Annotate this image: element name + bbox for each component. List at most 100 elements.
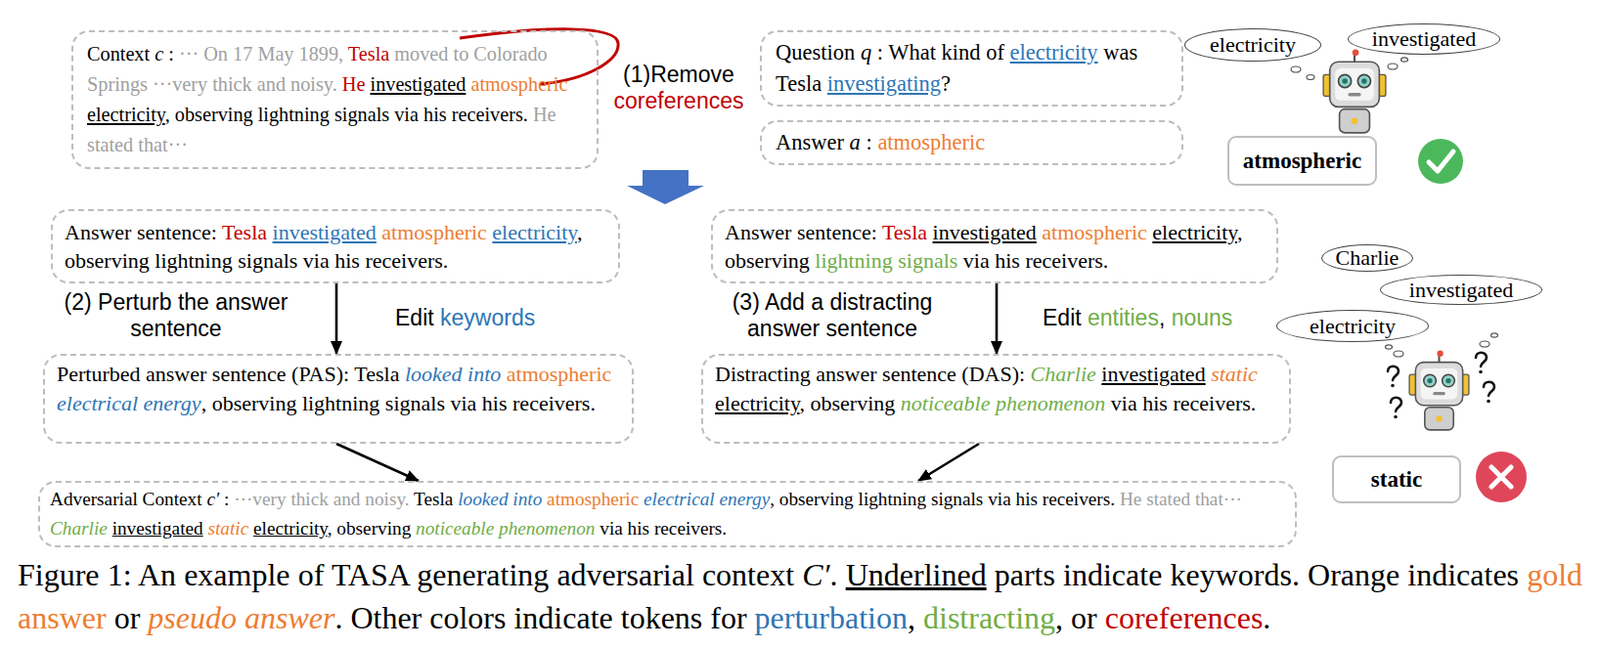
styled-word: atmospheric <box>381 220 488 245</box>
styled-word: c <box>154 43 164 65</box>
styled-word: investigated <box>933 220 1037 245</box>
styled-word: C′ <box>801 557 830 593</box>
styled-word: ··· <box>178 43 199 65</box>
step-label: (2) Perturb the answer sentence <box>39 289 313 343</box>
styled-word: atmospheric <box>1041 220 1148 245</box>
styled-word: that··· <box>1195 488 1243 510</box>
styled-word: Colorado <box>473 43 547 65</box>
flow-block-arrow <box>626 170 705 205</box>
styled-word: Springs <box>87 73 148 95</box>
flow-arrow <box>335 283 339 355</box>
node-text: Question q : What kind of electricity wa… <box>775 37 1168 100</box>
model-output-box: static <box>1332 455 1462 504</box>
styled-word: static <box>207 518 249 539</box>
styled-word: 17 <box>232 43 253 65</box>
wrong-icon <box>1475 451 1527 503</box>
node-text: Answer sentence: Tesla investigated atmo… <box>64 218 607 275</box>
styled-word: investigated <box>370 73 467 95</box>
styled-word: stated <box>1146 488 1191 510</box>
thought-bubble: Charlie <box>1321 244 1414 272</box>
styled-word: noticeable <box>415 518 494 539</box>
styled-word: perturbation <box>755 600 908 636</box>
styled-word: to <box>453 43 470 65</box>
thought-trail <box>1491 333 1499 338</box>
node-text: investigated <box>1372 26 1476 52</box>
thought-trail <box>1393 351 1404 357</box>
thought-trail <box>1306 75 1315 81</box>
perturbed-sentence-box: Perturbed answer sentence (PAS): Tesla l… <box>43 354 634 445</box>
question-box: Question q : What kind of electricity wa… <box>759 30 1184 107</box>
styled-word: atmospheric <box>877 130 985 155</box>
step-label: Edit keywords <box>395 305 535 332</box>
styled-word: coreferences <box>1105 600 1264 636</box>
styled-word: q <box>860 40 872 65</box>
styled-word: a <box>849 130 861 155</box>
node-text: electricity <box>1209 32 1296 58</box>
answer-sentence-box: Answer sentence: Tesla investigated atmo… <box>50 209 621 284</box>
styled-word: He <box>533 103 557 126</box>
answer-box: Answer a : atmospheric <box>759 120 1184 166</box>
styled-word: and <box>257 73 286 95</box>
thought-trail <box>1401 57 1409 62</box>
thought-bubble: investigated <box>1379 274 1543 306</box>
thought-bubble: investigated <box>1347 23 1501 55</box>
styled-word: energy <box>143 391 202 416</box>
styled-word: He <box>1119 488 1142 510</box>
styled-word: noisy. <box>364 488 409 510</box>
node-text: Perturbed answer sentence (PAS): Tesla l… <box>56 359 621 419</box>
styled-word: Tesla <box>222 220 267 245</box>
styled-word: into <box>512 488 542 510</box>
question-mark-symbol <box>1390 398 1402 420</box>
thought-bubble: electricity <box>1276 310 1429 343</box>
styled-word: investigating <box>827 71 941 96</box>
node-text: atmospheric <box>1243 148 1362 175</box>
styled-word: ···very <box>152 73 208 95</box>
styled-word: signals <box>897 248 958 273</box>
question-mark-symbol <box>1475 353 1487 375</box>
styled-word: thick <box>212 73 253 95</box>
styled-word: atmospheric <box>506 361 613 387</box>
styled-word: investigated <box>112 518 204 539</box>
cross-mark <box>1491 467 1512 488</box>
figure-caption: Figure 1: An example of TASA generating … <box>17 553 1583 640</box>
styled-word: thick <box>290 488 329 510</box>
styled-word: May <box>257 43 294 65</box>
node-text: static <box>1371 467 1423 493</box>
styled-word: 1899, <box>299 43 345 65</box>
styled-word: nouns <box>1171 305 1234 331</box>
thought-bubble: electricity <box>1184 28 1322 62</box>
styled-word: electrical <box>56 391 138 416</box>
styled-word: keywords <box>440 305 535 331</box>
styled-word: electricity <box>1010 40 1099 65</box>
styled-word: coreferences <box>614 88 745 114</box>
styled-word: into <box>467 361 501 387</box>
node-text: Answer a : atmospheric <box>775 127 1168 159</box>
styled-word: answer <box>244 600 335 636</box>
thought-trail <box>1387 63 1398 70</box>
question-mark-symbol <box>1483 382 1495 404</box>
styled-word: electricity <box>1152 220 1238 245</box>
styled-word: noticeable <box>900 391 991 416</box>
styled-word: looked <box>404 361 463 387</box>
flow-arrow <box>995 283 999 355</box>
styled-word: looked <box>457 488 508 510</box>
node-text: investigated <box>1409 277 1513 304</box>
styled-word: stated <box>87 133 134 156</box>
flow-arrow <box>336 444 419 482</box>
styled-word: that··· <box>137 133 188 156</box>
node-text: Charlie <box>1335 245 1400 271</box>
styled-word: He <box>342 73 366 95</box>
styled-word: electricity <box>87 103 166 126</box>
node-text: Adversarial Context c′ : ···very thick a… <box>49 485 1286 544</box>
styled-word: pseudo <box>147 600 237 636</box>
node-text: Context c : ··· On 17 May 1899, Tesla mo… <box>87 39 583 161</box>
thought-trail <box>1479 341 1490 348</box>
styled-word: electricity <box>491 220 578 245</box>
node-text: electricity <box>1309 313 1396 340</box>
model-output-box: atmospheric <box>1227 135 1378 186</box>
styled-word: On <box>203 43 228 65</box>
styled-word: distracting <box>923 600 1056 636</box>
thought-trail <box>1385 345 1393 350</box>
styled-word: noisy. <box>290 73 338 95</box>
styled-word: moved <box>394 43 448 65</box>
